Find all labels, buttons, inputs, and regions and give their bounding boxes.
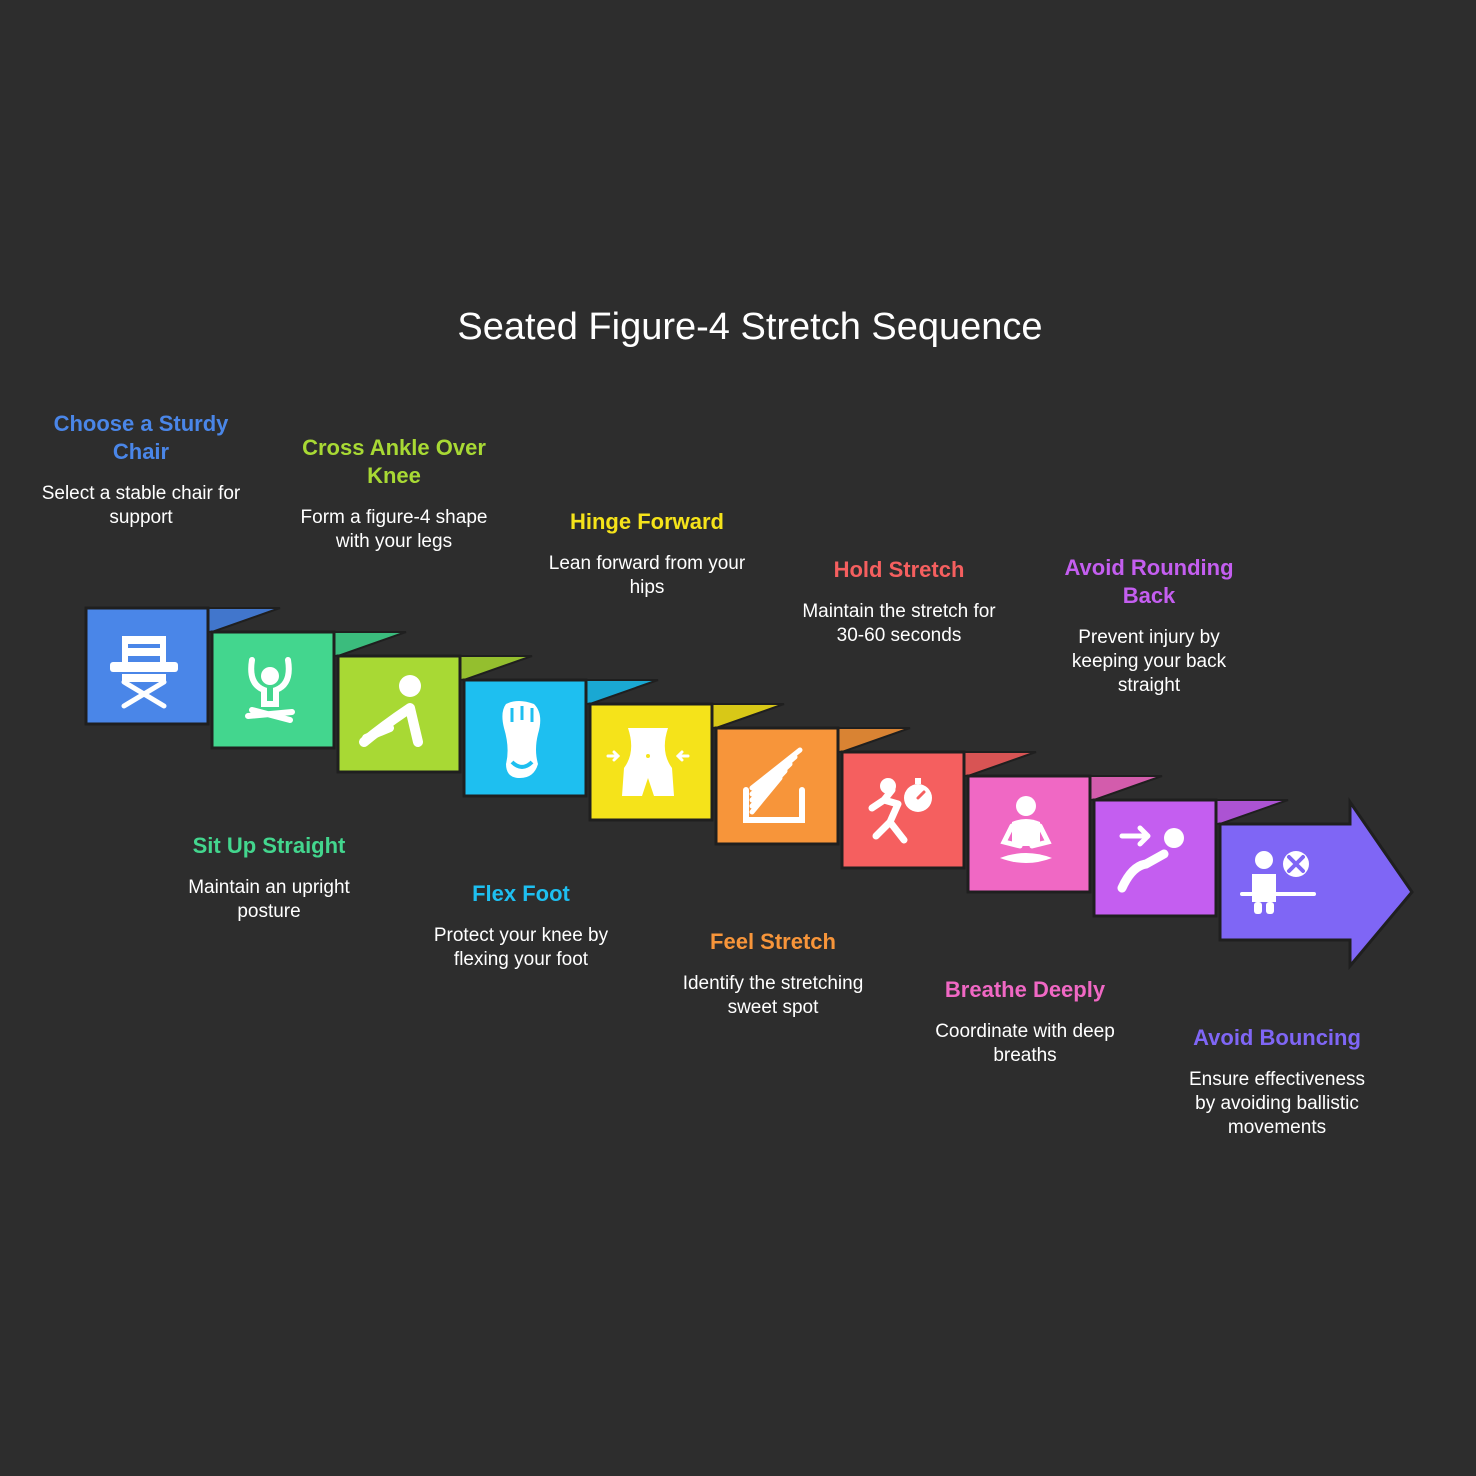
- person-no-bounce-icon: [1240, 851, 1316, 914]
- step-description: Maintain an upright posture: [188, 877, 350, 922]
- step-title: Breathe Deeply: [944, 977, 1106, 1002]
- step-10: [1218, 797, 1414, 971]
- step-title: Hold Stretch: [833, 557, 965, 582]
- step-description: Select a stable chair for support: [41, 483, 241, 528]
- step-2: [210, 630, 407, 750]
- stretching-person-icon: [359, 675, 423, 747]
- stretch-lines-icon: [743, 747, 805, 823]
- step-6-panel: [714, 726, 840, 846]
- step-title: Avoid Bouncing: [1193, 1025, 1361, 1050]
- step-6: [714, 726, 911, 846]
- step-description: Lean forward from your hips: [548, 553, 746, 598]
- step-1: [84, 606, 281, 726]
- step-7: [840, 750, 1037, 870]
- seated-person-icon: [245, 657, 295, 723]
- step-description: Identify the stretching sweet spot: [682, 973, 864, 1018]
- step-8: [966, 774, 1163, 894]
- waist-icon: [606, 728, 690, 796]
- step-7-panel: [840, 750, 966, 870]
- step-title: Sit Up Straight: [192, 833, 346, 858]
- step-description: Protect your knee by flexing your foot: [433, 925, 609, 970]
- step-4: [462, 678, 659, 798]
- step-title: Cross Ankle Over Knee: [302, 435, 486, 488]
- step-title: Flex Foot: [472, 881, 570, 906]
- page-title: Seated Figure-4 Stretch Sequence: [457, 306, 1043, 348]
- final-arrow: [1218, 797, 1414, 971]
- step-9: [1092, 798, 1289, 918]
- reclining-person-icon: [1117, 825, 1184, 893]
- step-description: Form a figure-4 shape with your legs: [300, 507, 488, 552]
- meditating-person-icon: [1000, 796, 1052, 863]
- step-5: [588, 702, 785, 822]
- step-title: Hinge Forward: [569, 509, 724, 534]
- step-description: Ensure effectiveness by avoiding ballist…: [1188, 1069, 1366, 1138]
- step-description: Maintain the stretch for 30-60 seconds: [802, 601, 996, 646]
- runner-timer-icon: [868, 778, 932, 844]
- step-3: [336, 654, 533, 774]
- step-title: Choose a Sturdy Chair: [53, 411, 229, 464]
- step-description: Prevent injury by keeping your back stra…: [1071, 627, 1227, 696]
- chair-icon: [110, 636, 178, 709]
- foot-icon: [502, 701, 541, 778]
- step-description: Coordinate with deep breaths: [935, 1021, 1115, 1066]
- step-title: Feel Stretch: [710, 929, 836, 954]
- step-title: Avoid Rounding Back: [1064, 555, 1234, 608]
